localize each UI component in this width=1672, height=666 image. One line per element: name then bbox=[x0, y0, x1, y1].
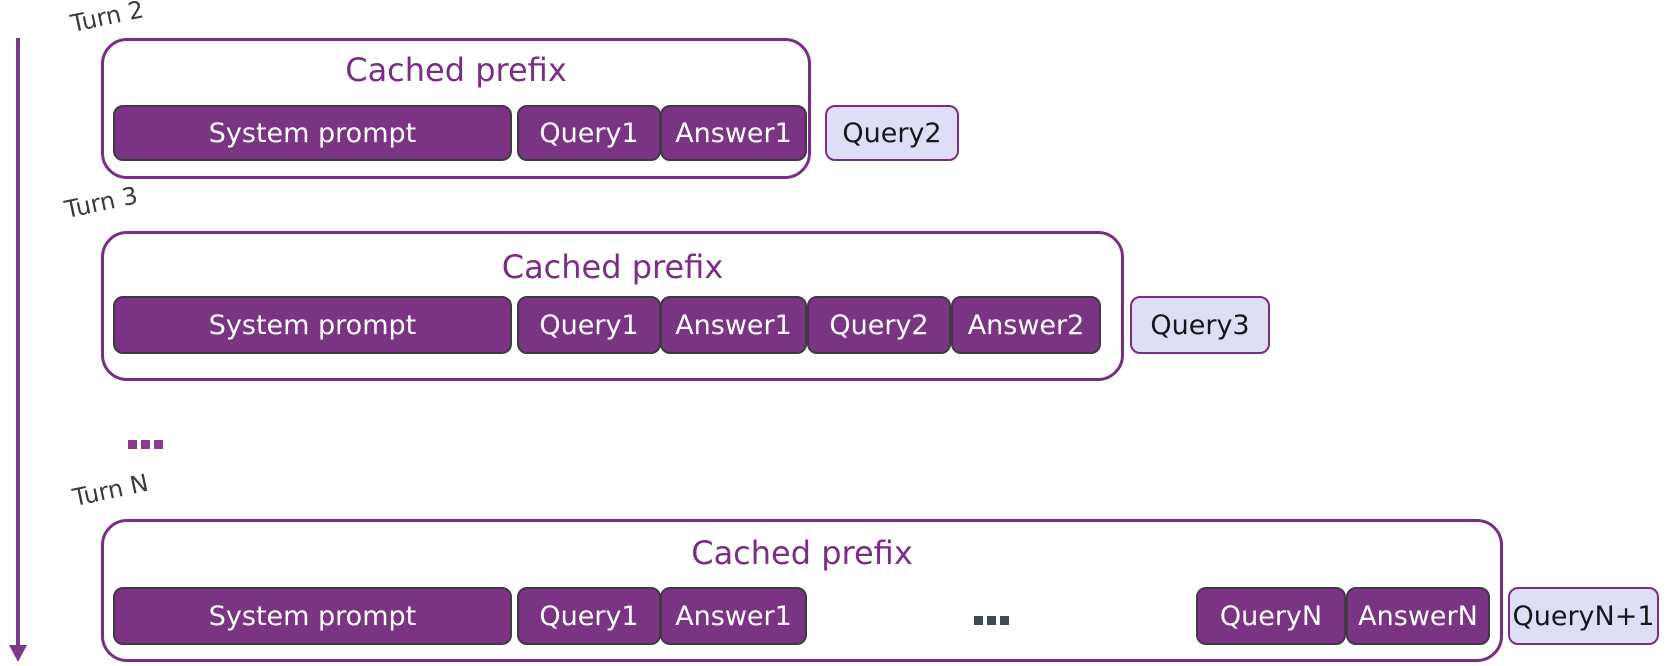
ellipsis-dot bbox=[1000, 616, 1009, 625]
turn-n-inner-ellipsis-icon bbox=[974, 616, 1009, 625]
ellipsis-dot bbox=[141, 440, 150, 449]
turn-n-token-queryn: QueryN bbox=[1196, 587, 1346, 645]
turn-n-token-answer1: Answer1 bbox=[660, 587, 807, 645]
turn-3-next-query: Query3 bbox=[1130, 296, 1270, 354]
turn-3-token-system-prompt: System prompt bbox=[113, 296, 512, 354]
turn-2-token-answer1: Answer1 bbox=[660, 105, 807, 161]
between-turns-ellipsis-icon bbox=[128, 440, 163, 449]
turn-3-token-answer2: Answer2 bbox=[951, 296, 1101, 354]
turn-3-label: Turn 3 bbox=[62, 181, 141, 224]
turn-2-token-system-prompt: System prompt bbox=[113, 105, 512, 161]
turn-n-token-query1: Query1 bbox=[517, 587, 661, 645]
turn-3-token-answer1: Answer1 bbox=[660, 296, 807, 354]
turn-n-cached-prefix-title: Cached prefix bbox=[691, 534, 913, 572]
ellipsis-dot bbox=[987, 616, 996, 625]
ellipsis-dot bbox=[974, 616, 983, 625]
turn-n-next-query: QueryN+1 bbox=[1508, 587, 1659, 645]
turn-2-cached-prefix-title: Cached prefix bbox=[345, 51, 567, 89]
turn-n-token-answern: AnswerN bbox=[1346, 587, 1490, 645]
ellipsis-dot bbox=[128, 440, 137, 449]
turn-3-token-query1: Query1 bbox=[517, 296, 661, 354]
turn-2-label: Turn 2 bbox=[68, 0, 147, 39]
turn-n-label: Turn N bbox=[70, 468, 151, 512]
turn-n-token-system-prompt: System prompt bbox=[113, 587, 512, 645]
turn-3-token-query2: Query2 bbox=[807, 296, 951, 354]
turn-timeline-arrow-line bbox=[16, 38, 20, 645]
turn-2-next-query: Query2 bbox=[825, 105, 959, 161]
turn-3-cached-prefix-title: Cached prefix bbox=[501, 248, 724, 286]
turn-timeline-arrow-head-icon bbox=[9, 645, 27, 662]
turn-2-token-query1: Query1 bbox=[517, 105, 661, 161]
ellipsis-dot bbox=[154, 440, 163, 449]
